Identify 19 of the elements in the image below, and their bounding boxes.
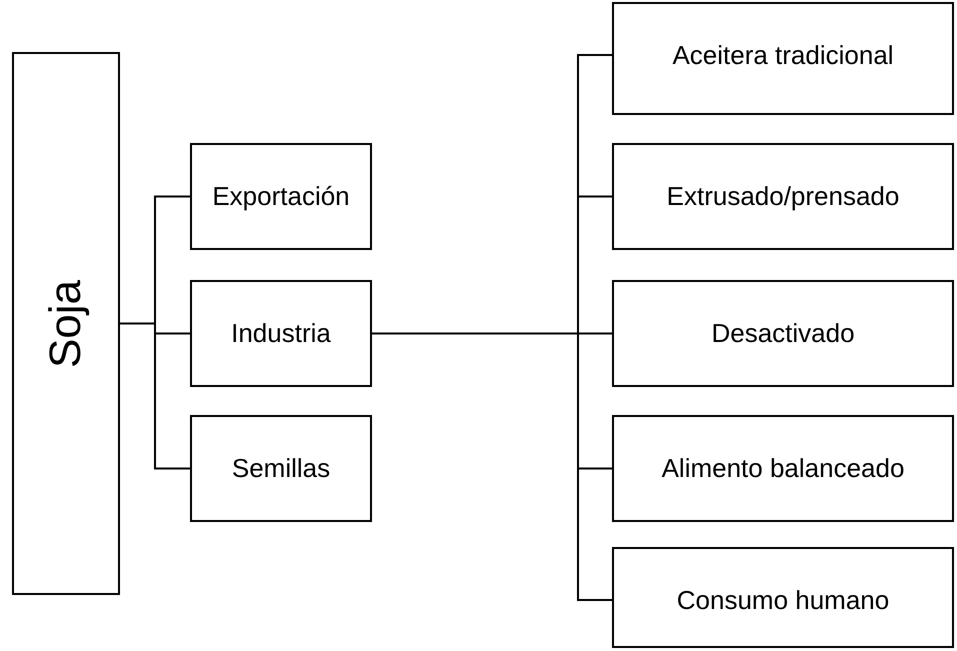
box-label: Exportación	[212, 180, 350, 213]
category-box	[612, 143, 954, 250]
category-box	[190, 143, 372, 250]
box-label: Soja	[44, 279, 88, 368]
box-label: Alimento balanceado	[662, 452, 904, 485]
box-label: Aceitera tradicional	[672, 39, 894, 72]
category-box	[190, 280, 372, 387]
category-box	[612, 2, 954, 115]
category-box	[612, 415, 954, 522]
box-label: Extrusado/prensado	[666, 180, 900, 213]
category-box	[12, 52, 120, 595]
box-label: Industria	[231, 317, 331, 350]
category-box	[612, 280, 954, 387]
box-label: Semillas	[232, 452, 330, 485]
box-label: Desactivado	[711, 317, 855, 350]
category-box	[190, 415, 372, 522]
connector-line	[120, 322, 190, 470]
category-box	[612, 547, 954, 648]
box-label: Consumo humano	[676, 584, 890, 616]
